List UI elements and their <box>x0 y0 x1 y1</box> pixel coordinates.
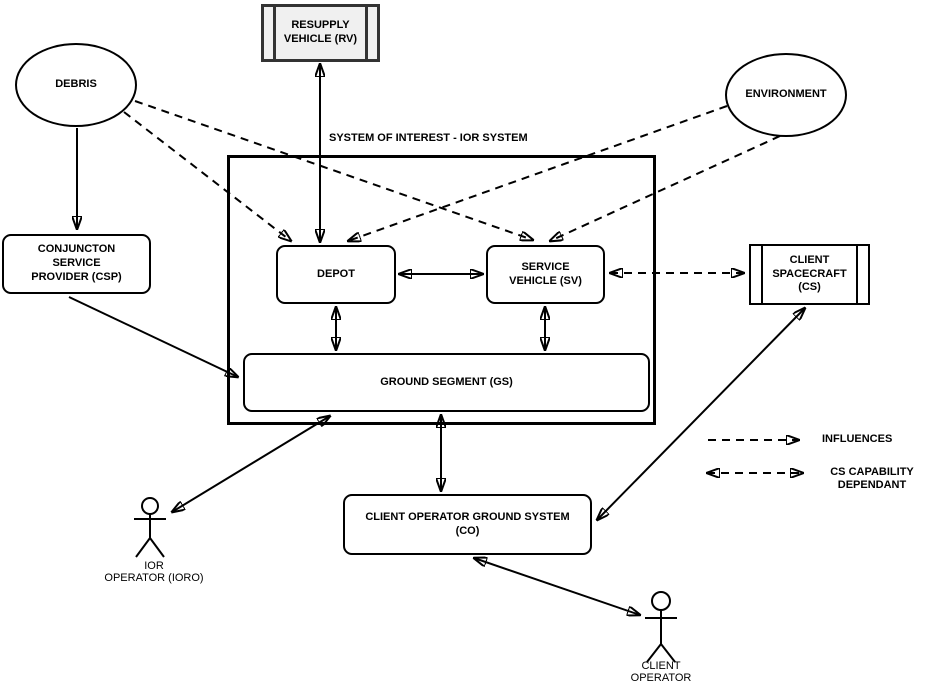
environment-node: ENVIRONMENT <box>725 53 847 137</box>
ground-segment-label: GROUND SEGMENT (GS) <box>380 375 513 388</box>
ior-operator-body <box>134 514 166 558</box>
client-spacecraft-bar-left <box>761 246 763 303</box>
connector-ground-segment-ior-operator <box>172 416 330 512</box>
resupply-vehicle-node: RESUPPLY VEHICLE (RV) <box>261 4 380 62</box>
service-vehicle-node: SERVICE VEHICLE (SV) <box>486 245 605 304</box>
legend-cs-capability-label: CS CAPABILITY DEPENDANT <box>830 466 914 492</box>
client-operator-head <box>651 591 671 611</box>
client-operator-label: CLIENT OPERATOR <box>630 660 692 685</box>
client-operator-ground-system-label: CLIENT OPERATOR GROUND SYSTEM (CO) <box>365 510 570 537</box>
client-operator-figure <box>645 591 677 663</box>
client-spacecraft-label: CLIENT SPACECRAFT (CS) <box>772 253 847 294</box>
ior-operator-label: IOR OPERATOR (IORO) <box>104 560 204 585</box>
client-operator-body <box>645 610 677 663</box>
debris-node: DEBRIS <box>15 43 137 127</box>
ior-operator-head <box>141 497 159 515</box>
depot-label: DEPOT <box>317 267 355 280</box>
service-vehicle-label: SERVICE VEHICLE (SV) <box>509 260 582 287</box>
ground-segment-node: GROUND SEGMENT (GS) <box>243 353 650 412</box>
conjunction-service-provider-label: CONJUNCTON SERVICE PROVIDER (CSP) <box>31 243 122 283</box>
resupply-vehicle-label: RESUPPLY VEHICLE (RV) <box>283 19 358 45</box>
connector-csp-to-ground-segment <box>68 296 238 377</box>
resupply-vehicle-bar-left <box>273 7 276 59</box>
debris-label: DEBRIS <box>55 78 97 91</box>
connector-client-operator-ground-system-client-operator <box>474 558 640 615</box>
conjunction-service-provider-node: CONJUNCTON SERVICE PROVIDER (CSP) <box>2 234 151 294</box>
ior-operator-figure <box>134 497 166 558</box>
legend-influences-label: INFLUENCES <box>822 433 893 445</box>
environment-label: ENVIRONMENT <box>745 88 827 101</box>
client-operator-ground-system-node: CLIENT OPERATOR GROUND SYSTEM (CO) <box>343 494 592 555</box>
system-of-interest-title: SYSTEM OF INTEREST - IOR SYSTEM <box>329 132 528 144</box>
depot-node: DEPOT <box>276 245 396 304</box>
resupply-vehicle-bar-right <box>365 7 368 59</box>
client-spacecraft-bar-right <box>856 246 858 303</box>
client-spacecraft-node: CLIENT SPACECRAFT (CS) <box>749 244 870 305</box>
